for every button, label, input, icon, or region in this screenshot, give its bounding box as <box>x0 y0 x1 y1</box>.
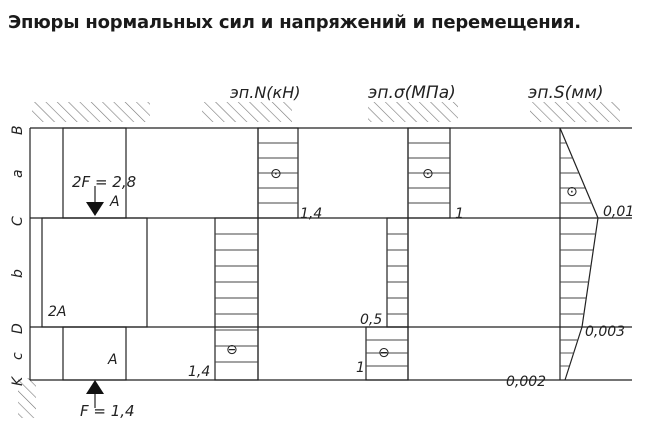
label-D: D <box>10 323 26 334</box>
label-b: b <box>10 269 26 278</box>
sigma-sign-top: ⊙ <box>422 166 434 182</box>
support-hatching <box>18 102 620 418</box>
sigma-diagram-header: эп.σ(МПа) <box>368 83 456 103</box>
s-value-c: 0,01 <box>603 204 634 220</box>
s-value-k: 0,002 <box>506 374 546 390</box>
area-bottom-label: A <box>107 352 118 368</box>
s-sign: ⊙ <box>566 184 578 200</box>
s-diagram-header: эп.S(мм) <box>528 83 604 103</box>
sigma-sign-bottom: ⊖ <box>378 345 390 361</box>
sigma-value-a: 1 <box>455 206 464 222</box>
force-arrow-down <box>86 202 104 216</box>
n-value-bottom: 1,4 <box>188 364 210 380</box>
sigma-diagram <box>365 127 451 381</box>
sigma-value-b: 0,5 <box>360 312 382 328</box>
s-diagram <box>559 127 599 381</box>
n-diagram-header: эп.N(кН) <box>230 83 300 102</box>
section-lines <box>29 127 632 381</box>
section-labels: B a C b D c K <box>10 125 26 386</box>
force-top-label: 2F = 2,8 <box>72 173 136 191</box>
area-top-label: A <box>109 194 120 210</box>
label-C: C <box>10 216 26 226</box>
n-value-top: 1,4 <box>300 206 322 222</box>
n-diagram <box>214 127 299 381</box>
page-title: Эпюры нормальных сил и напряжений и пере… <box>8 12 581 33</box>
bar-outline <box>41 127 148 381</box>
force-arrow-up <box>86 380 104 394</box>
n-sign-bottom: ⊖ <box>226 342 238 358</box>
label-K: K <box>10 375 26 386</box>
sigma-value-c: 1 <box>356 360 365 376</box>
area-mid-label: 2A <box>48 304 66 320</box>
label-c: c <box>10 352 26 360</box>
s-value-d: 0,003 <box>585 324 625 340</box>
label-a: a <box>10 169 26 178</box>
label-B: B <box>10 125 26 135</box>
n-sign-top: ⊙ <box>270 166 282 182</box>
force-bottom-label: F = 1,4 <box>80 402 135 420</box>
